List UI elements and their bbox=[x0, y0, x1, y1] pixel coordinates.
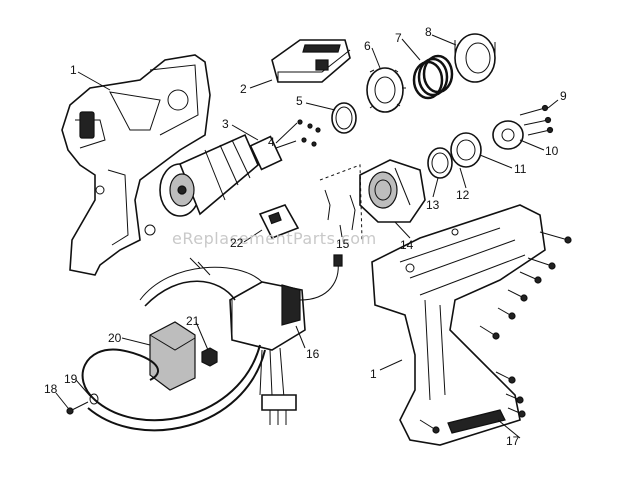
part-22-bracket bbox=[258, 204, 300, 240]
callout-1-right: 1 bbox=[370, 367, 377, 381]
part-2-latch-cover bbox=[271, 39, 351, 83]
callout-15: 15 bbox=[336, 237, 350, 251]
callout-19: 19 bbox=[64, 372, 78, 386]
part-7-spring bbox=[412, 54, 454, 100]
leader-lines bbox=[55, 34, 559, 439]
callout-12: 12 bbox=[456, 188, 470, 202]
callout-9: 9 bbox=[560, 89, 567, 103]
part-4-5-small-parts bbox=[297, 102, 357, 147]
callout-6: 6 bbox=[364, 39, 371, 53]
callout-8: 8 bbox=[425, 25, 432, 39]
part-21-nut bbox=[201, 347, 218, 367]
callout-3: 3 bbox=[222, 117, 229, 131]
part-15-clip bbox=[319, 164, 363, 241]
callout-20: 20 bbox=[108, 331, 122, 345]
part-17-screws bbox=[419, 231, 572, 434]
part-3-motor bbox=[159, 133, 297, 217]
callout-4: 4 bbox=[268, 135, 275, 149]
part-8-collar bbox=[454, 33, 496, 83]
callout-7: 7 bbox=[395, 31, 402, 45]
part-20-contact bbox=[149, 321, 196, 391]
callout-21: 21 bbox=[186, 314, 200, 328]
right-housing-half bbox=[371, 204, 546, 446]
watermark-text: eReplacementParts.com bbox=[172, 229, 377, 248]
battery-lead-wire bbox=[81, 344, 266, 432]
callout-10: 10 bbox=[545, 144, 559, 158]
part-16-switch bbox=[139, 254, 343, 425]
callout-22: 22 bbox=[230, 236, 244, 250]
callout-14: 14 bbox=[400, 238, 414, 252]
part-6-gear-ring bbox=[366, 67, 406, 113]
callout-17: 17 bbox=[506, 434, 520, 448]
callout-2: 2 bbox=[240, 82, 247, 96]
callout-11: 11 bbox=[514, 162, 527, 176]
left-housing-half bbox=[61, 54, 211, 276]
part-18-19-screw-washer bbox=[66, 393, 99, 415]
part-14-gear-housing bbox=[359, 159, 426, 223]
callout-5: 5 bbox=[296, 94, 303, 108]
callout-13: 13 bbox=[426, 198, 440, 212]
callout-1-left: 1 bbox=[70, 63, 77, 77]
part-9-10-plate-screws bbox=[492, 104, 554, 150]
part-11-12-13-rings bbox=[427, 132, 482, 179]
callout-18: 18 bbox=[44, 382, 58, 396]
callout-16: 16 bbox=[306, 347, 320, 361]
